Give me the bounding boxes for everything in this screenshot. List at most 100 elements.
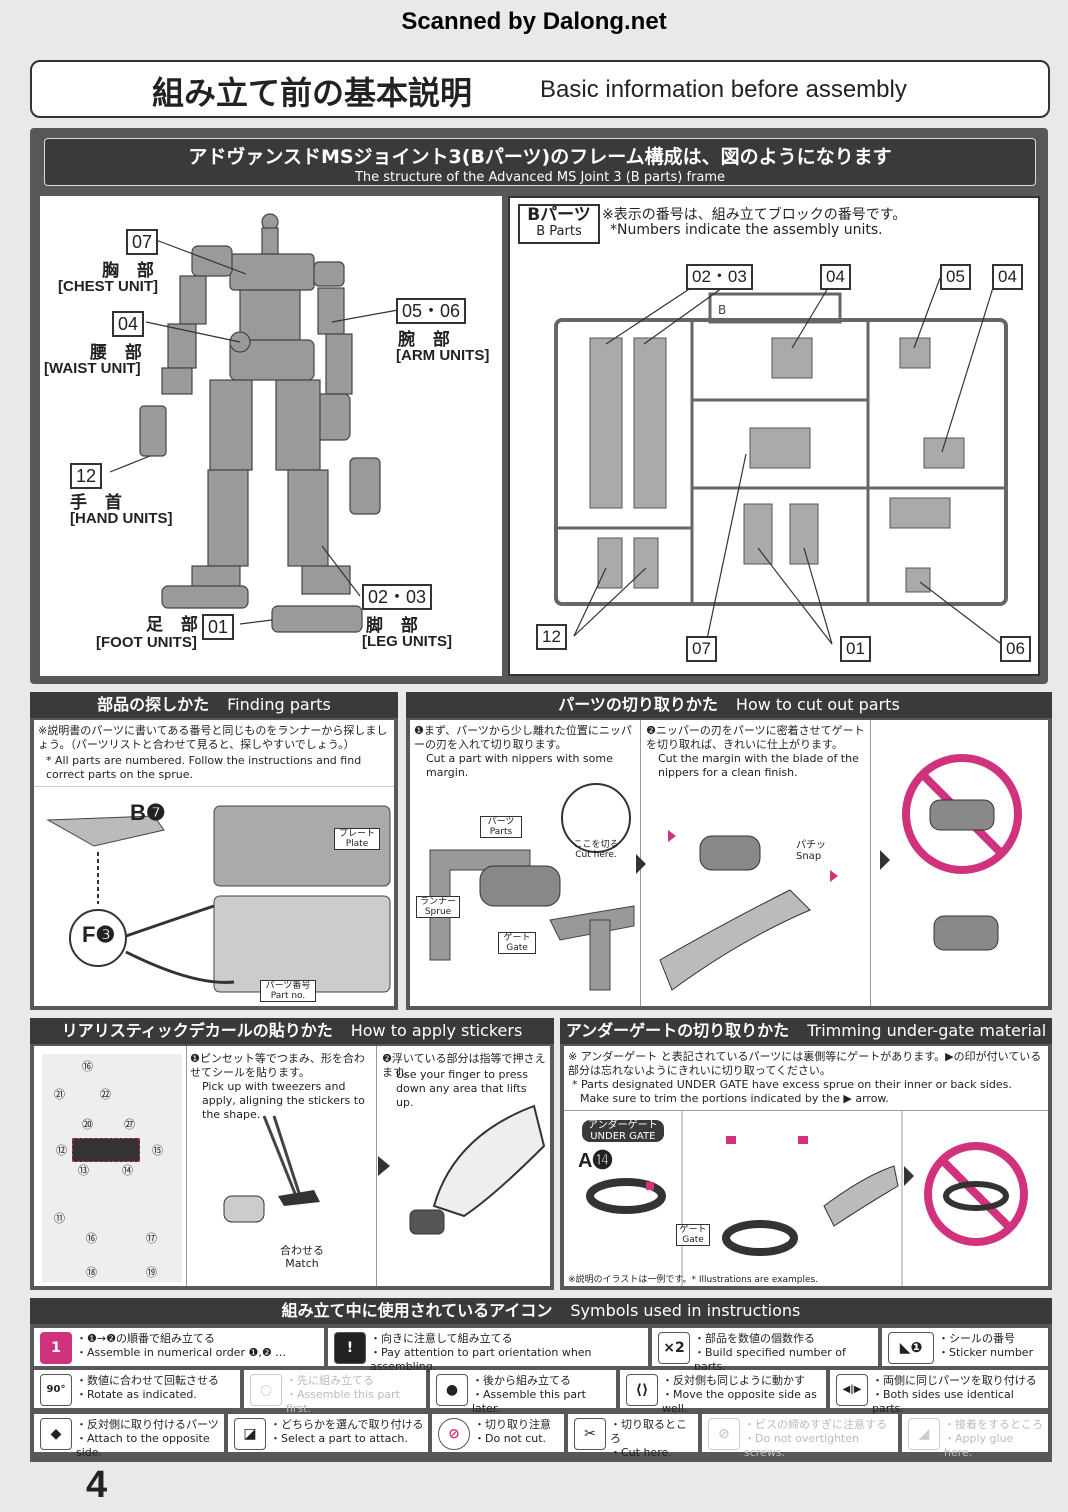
- cut-parts-label: パーツ Parts: [480, 816, 522, 838]
- symbol-2-en: ・Build specified number of parts.: [694, 1346, 846, 1373]
- symbol-12-jp: ・切り取るところ: [610, 1418, 687, 1445]
- sticker-num-5: ㉗: [124, 1118, 135, 1131]
- snap-label-jp: パチッ: [796, 840, 826, 851]
- symbol-2-jp: ・部品を数値の個数作る: [694, 1332, 815, 1345]
- symbol-multiple: ×2 ・部品を数値の個数作る・Build specified number of…: [652, 1328, 878, 1373]
- chest-unit-en: [CHEST UNIT]: [58, 278, 158, 295]
- bparts-title-jp: Bパーツ: [527, 205, 591, 225]
- cut-parts-title-jp: パーツの切り取りかた: [558, 695, 718, 714]
- symbol-9-en: ・Attach to the opposite side.: [76, 1432, 210, 1459]
- sprue-callout-02-03: 02・03: [686, 264, 753, 290]
- cut-here-label-en: Cut here.: [575, 850, 617, 860]
- sprue-tag-label: B: [718, 303, 726, 317]
- cut-parts-title-en: How to cut out parts: [735, 695, 900, 714]
- plate-label: プレート Plate: [334, 828, 380, 850]
- bparts-note-jp: ※表示の番号は、組み立てブロックの番号です。: [602, 207, 907, 223]
- snap-label: パチッ Snap: [796, 840, 826, 862]
- symbol-sticker-number: ◣❶ ・シールの番号・Sticker number: [882, 1328, 1048, 1366]
- symbol-assemble-first: ○ ・先に組み立てる・Assemble this part first.: [244, 1370, 426, 1415]
- sprue-callout-04b: 04: [992, 264, 1023, 290]
- symbol-14-jp: ・接着をするところ: [944, 1418, 1043, 1431]
- symbols-title-jp: 組み立て中に使用されているアイコン: [281, 1301, 553, 1320]
- page-title-jp: 組み立て前の基本説明: [152, 74, 473, 112]
- undergate-title-jp: アンダーゲートの切り取りかた: [565, 1021, 790, 1040]
- sprue-illustration: B: [554, 277, 1008, 647]
- symbol-4-en: ・Rotate as indicated.: [76, 1388, 197, 1401]
- plate-label-jp: プレート: [338, 829, 375, 839]
- sticker-num-8: ⑭: [122, 1164, 133, 1177]
- gate-label: ゲート Gate: [498, 932, 536, 954]
- foot-units-jp: 足 部: [146, 615, 204, 635]
- symbol-6-en: ・Assemble this part later.: [472, 1388, 586, 1415]
- sticker-num-11: ⑯: [86, 1232, 97, 1245]
- multiply-icon: ×2: [658, 1332, 690, 1364]
- cut-here-label: ここを切る Cut here.: [566, 840, 626, 860]
- symbol-screws: ⊘ ・ビスの締めすぎに注意する・Do not overtighten screw…: [702, 1414, 898, 1459]
- sticker-num-14: ⑲: [146, 1266, 157, 1279]
- cut-step2-jp: ❷ニッパーの刃をパーツに密着させてゲートを切り取れば、きれいに仕上がります。: [646, 724, 865, 751]
- frame-title-en: The structure of the Advanced MS Joint 3…: [354, 170, 726, 185]
- foot-units-number: 01: [202, 614, 235, 640]
- symbol-8-jp: ・両側に同じパーツを取り付ける: [872, 1374, 1037, 1387]
- sprue-callout-06: 06: [1000, 636, 1031, 662]
- waist-unit-number: 04: [112, 311, 145, 337]
- assemble-later-icon: ●: [436, 1374, 468, 1406]
- robot-frame-illustration: [109, 213, 399, 633]
- chest-unit-jp: 胸 部: [102, 261, 160, 281]
- frame-diagram-panel: [40, 196, 502, 676]
- sprue-callout-05: 05: [940, 264, 971, 290]
- stickers-title-en: How to apply stickers: [350, 1021, 523, 1040]
- symbol-orientation: ! ・向きに注意して組み立てる・Pay attention to part or…: [328, 1328, 648, 1373]
- symbol-both-sides: ◀|▶ ・両側に同じパーツを取り付ける・Both sides use ident…: [830, 1370, 1048, 1415]
- cut-here-icon: ✂: [574, 1418, 606, 1450]
- sticker-num-4: ⑳: [82, 1118, 93, 1131]
- move-opposite-icon: ⟨⟩: [626, 1374, 658, 1406]
- sticker-num-6: ⑫: [56, 1144, 67, 1157]
- symbol-13-jp: ・ビスの締めすぎに注意する: [744, 1418, 887, 1431]
- frame-section-title: アドヴァンスドMSジョイント3(Bパーツ)のフレーム構成は、図のようになります …: [44, 138, 1036, 186]
- sticker-num-9: ⑮: [152, 1144, 163, 1157]
- partno-label-jp: パーツ番号: [265, 981, 311, 991]
- finding-parts-illustration: [34, 786, 394, 993]
- watermark: Scanned by Dalong.net: [401, 8, 667, 35]
- finding-parts-title-jp: 部品の探しかた: [97, 695, 210, 714]
- attach-opposite-icon: ◆: [40, 1418, 72, 1450]
- sticker-num-13: ⑱: [86, 1266, 97, 1279]
- arm-units-en: [ARM UNITS]: [396, 347, 490, 364]
- symbol-1-en: ・Pay attention to part orientation when …: [370, 1346, 592, 1373]
- sticker-num-2: ㉑: [54, 1088, 65, 1101]
- undergate-gate-en: Gate: [682, 1235, 704, 1245]
- cut-parts-illustration: [429, 754, 1022, 991]
- sticker-sheet: ⑯ ㉑ ㉒ ⑳ ㉗ ⑫ ⑬ ⑭ ⑮ ⑪ ⑯ ⑰ ⑱ ⑲: [42, 1054, 182, 1282]
- sprue-callout-04a: 04: [820, 264, 851, 290]
- symbol-3-en: ・Sticker number: [938, 1346, 1034, 1359]
- partno-label: パーツ番号 Part no.: [260, 980, 316, 1002]
- select-part-icon: ◪: [234, 1418, 266, 1450]
- label-f3: F❸: [82, 922, 116, 947]
- sticker-num-10: ⑪: [54, 1212, 65, 1225]
- symbol-10-jp: ・どちらかを選んで取り付ける: [270, 1418, 424, 1431]
- undergate-badge-en: UNDER GATE: [590, 1131, 656, 1142]
- match-label-en: Match: [285, 1257, 319, 1270]
- finding-parts-note-jp: ※説明書のパーツに書いてある番号と同じものをランナーから探しましょう。（パーツリ…: [38, 724, 388, 751]
- bparts-title-box: Bパーツ B Parts: [518, 204, 600, 244]
- runner-label-jp: ランナー: [419, 897, 456, 907]
- symbol-7-en: ・Move the opposite side as well.: [662, 1388, 817, 1415]
- runner-label: ランナー Sprue: [416, 896, 460, 918]
- undergate-badge-jp: アンダーゲート: [588, 1120, 658, 1131]
- page-title-en: Basic information before assembly: [540, 76, 907, 103]
- sticker-num-1: ⑯: [82, 1060, 93, 1073]
- symbol-0-en: ・Assemble in numerical order ❶,❷ …: [76, 1346, 287, 1359]
- waist-unit-en: [WAIST UNIT]: [44, 360, 141, 377]
- label-b7: B❼: [130, 800, 166, 825]
- symbol-attach-opposite: ◆ ・反対側に取り付けるパーツ・Attach to the opposite s…: [34, 1414, 224, 1459]
- sticker-step1-en: Pick up with tweezers and apply, alignin…: [202, 1080, 365, 1121]
- finding-parts-note-en: * All parts are numbered. Follow the ins…: [46, 754, 362, 781]
- symbol-11-en: ・Do not cut.: [474, 1432, 547, 1445]
